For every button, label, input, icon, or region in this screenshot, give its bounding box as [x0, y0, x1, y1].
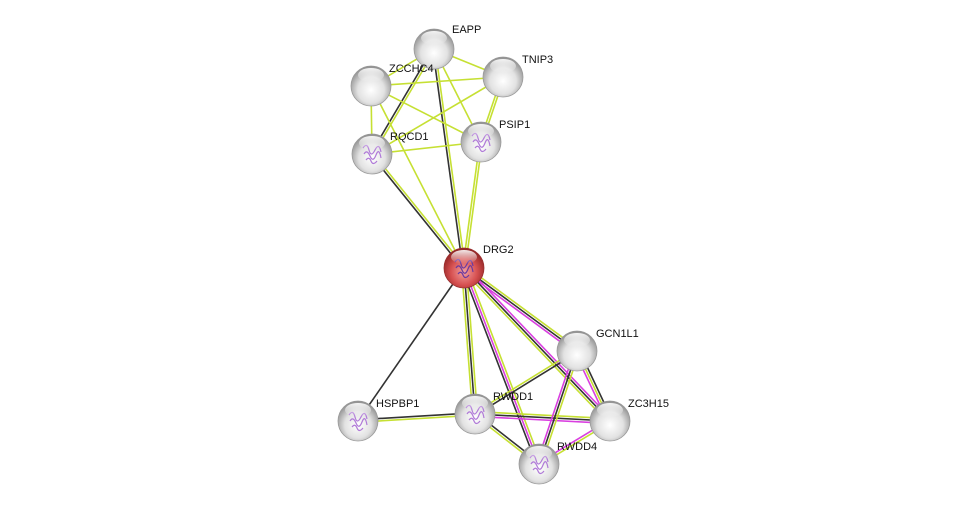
node-highlight	[358, 68, 384, 82]
edge-line-coexpression	[463, 267, 578, 352]
node-label: RWDD4	[557, 441, 597, 453]
node-gcn1l1[interactable]: GCN1L1	[556, 328, 639, 372]
node-label: RQCD1	[390, 131, 429, 143]
edge-tnip3-rqcd1[interactable]	[371, 76, 504, 155]
node-hspbp1[interactable]: HSPBP1	[337, 398, 419, 442]
edge-line-textmining	[475, 410, 611, 420]
edge-line-textmining	[370, 76, 504, 87]
edge-line-experiments	[474, 415, 610, 425]
node-tnip3[interactable]: TNIP3	[482, 54, 553, 98]
node-label: EAPP	[452, 24, 481, 36]
edge-line-experiments	[462, 269, 577, 354]
node-highlight	[359, 136, 385, 150]
edge-line-coexpression	[463, 267, 476, 415]
edge-line-textmining	[460, 268, 474, 415]
edge-zcchc4-psip1[interactable]	[370, 85, 482, 143]
node-highlight	[526, 446, 552, 460]
edge-line-experiments	[463, 267, 540, 465]
node-highlight	[462, 396, 488, 410]
node-highlight	[345, 403, 371, 417]
node-label: ZCCHC4	[389, 63, 434, 75]
edge-line-textmining	[461, 269, 609, 424]
node-label: RWDD1	[493, 391, 533, 403]
node-label: DRG2	[483, 244, 514, 256]
edge-zcchc4-drg2[interactable]	[370, 85, 465, 269]
edge-line-textmining	[464, 142, 483, 269]
edge-line-textmining	[464, 265, 579, 350]
node-highlight	[490, 59, 516, 73]
node-zc3h15[interactable]: ZC3H15	[589, 398, 669, 442]
node-highlight	[468, 124, 494, 138]
edge-line-textmining	[371, 76, 504, 155]
edge-line-experiments	[465, 265, 613, 420]
node-highlight	[564, 333, 590, 347]
edge-rwdd1-zc3h15[interactable]	[474, 410, 611, 425]
edge-zcchc4-tnip3[interactable]	[370, 76, 504, 87]
edge-line-textmining	[370, 85, 465, 269]
edge-line-textmining	[372, 152, 466, 268]
node-psip1[interactable]: PSIP1	[460, 119, 530, 163]
node-highlight	[597, 403, 623, 417]
node-eapp[interactable]: EAPP	[413, 24, 481, 70]
node-label: ZC3H15	[628, 398, 669, 410]
node-label: PSIP1	[499, 119, 530, 131]
edge-line-textmining	[462, 141, 481, 268]
edge-line-coexpression	[474, 413, 611, 422]
edge-drg2-hspbp1[interactable]	[357, 267, 465, 422]
node-rwdd4[interactable]: RWDD4	[518, 441, 597, 485]
node-highlight	[421, 31, 447, 45]
edge-line-coexpression	[432, 49, 464, 269]
edge-line-textmining	[370, 85, 482, 143]
node-zcchc4[interactable]: ZCCHC4	[350, 63, 434, 107]
edge-line-coexpression	[357, 267, 465, 422]
edge-drg2-rwdd1[interactable]	[460, 267, 479, 415]
edge-rqcd1-drg2[interactable]	[370, 152, 466, 270]
edge-line-textmining	[434, 48, 466, 268]
edge-psip1-drg2[interactable]	[462, 141, 483, 269]
node-label: GCN1L1	[596, 328, 639, 340]
node-drg2[interactable]: DRG2	[443, 244, 514, 289]
edge-line-coexpression	[370, 154, 464, 270]
node-rwdd1[interactable]: RWDD1	[454, 391, 533, 435]
edge-line-textmining	[465, 266, 542, 464]
edge-line-coexpression	[463, 267, 611, 422]
node-highlight	[451, 250, 477, 264]
node-label: TNIP3	[522, 54, 553, 66]
node-rqcd1[interactable]: RQCD1	[351, 131, 429, 175]
node-label: HSPBP1	[376, 398, 419, 410]
edge-drg2-rwdd4[interactable]	[461, 266, 542, 466]
edge-line-coexpression	[461, 268, 538, 466]
edge-line-textmining	[465, 267, 479, 414]
edge-eapp-drg2[interactable]	[432, 48, 466, 269]
edge-drg2-zc3h15[interactable]	[461, 265, 613, 424]
